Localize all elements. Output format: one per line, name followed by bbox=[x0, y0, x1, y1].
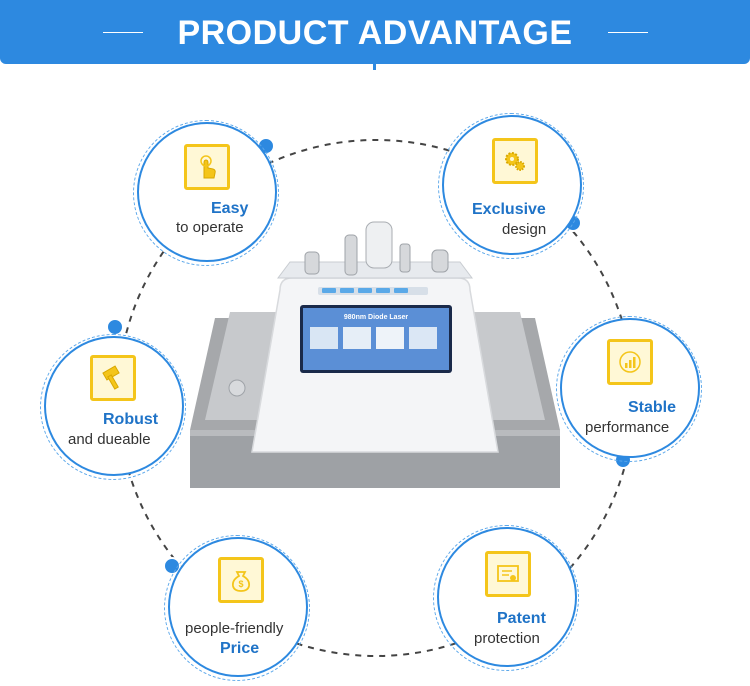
feature-title: Stable bbox=[628, 399, 677, 416]
device-probe-5 bbox=[304, 251, 320, 275]
device-screen-title: 980nm Diode Laser bbox=[344, 314, 408, 321]
feature-subtitle: performance bbox=[585, 419, 670, 436]
device-probe-3 bbox=[399, 243, 411, 273]
feature-title: Robust bbox=[103, 411, 159, 428]
device-probe-4 bbox=[431, 249, 449, 273]
bar-chart-icon bbox=[607, 339, 653, 385]
feature-ring bbox=[433, 525, 579, 671]
screen-thumb-1 bbox=[310, 327, 338, 349]
feature-stable: Stable performance bbox=[556, 316, 702, 462]
svg-text:$: $ bbox=[238, 579, 243, 589]
tap-finger-icon bbox=[184, 144, 230, 190]
feature-subtitle: protection bbox=[474, 630, 540, 647]
feature-ring bbox=[40, 334, 186, 480]
feature-ring bbox=[133, 120, 279, 266]
feature-patent: Patent protection bbox=[433, 525, 579, 671]
feature-subtitle: and dueable bbox=[68, 431, 151, 448]
device-image: 980nm Diode Laser bbox=[190, 221, 560, 488]
certificate-icon bbox=[485, 551, 531, 597]
feature-title: Exclusive bbox=[472, 201, 546, 218]
feature-exclusive: Exclusive design bbox=[438, 113, 584, 259]
device-button-5 bbox=[394, 288, 408, 293]
feature-subtitle: design bbox=[502, 221, 547, 238]
banner-divider-right bbox=[608, 32, 648, 33]
feature-title: Price bbox=[220, 640, 260, 657]
feature-price: $ people-friendly Price bbox=[164, 535, 310, 681]
device-button-3 bbox=[358, 288, 372, 293]
feature-title: Easy bbox=[211, 200, 249, 217]
feature-ring bbox=[556, 316, 702, 462]
device-probe-2 bbox=[365, 221, 393, 269]
feature-robust: Robust and dueable bbox=[40, 334, 186, 480]
hammer-icon bbox=[90, 355, 136, 401]
device-port bbox=[228, 379, 246, 397]
feature-subtitle: people-friendly bbox=[185, 620, 284, 637]
banner-divider-left bbox=[103, 32, 143, 33]
feature-ring bbox=[438, 113, 584, 259]
feature-easy: Easy to operate bbox=[133, 120, 279, 266]
screen-thumb-3 bbox=[376, 327, 404, 349]
screen-thumb-4 bbox=[409, 327, 437, 349]
header-banner: PRODUCT ADVANTAGE bbox=[0, 0, 750, 64]
device-probe-1 bbox=[344, 234, 358, 276]
banner-tick bbox=[373, 56, 376, 70]
device-button-2 bbox=[340, 288, 354, 293]
device-button-4 bbox=[376, 288, 390, 293]
page-title: PRODUCT ADVANTAGE bbox=[177, 14, 573, 52]
device-button-1 bbox=[322, 288, 336, 293]
gears-icon bbox=[492, 138, 538, 184]
feature-subtitle: to operate bbox=[176, 219, 244, 236]
feature-ring bbox=[164, 535, 310, 681]
money-bag-icon: $ bbox=[218, 557, 264, 603]
feature-title: Patent bbox=[497, 610, 546, 627]
screen-thumb-2 bbox=[343, 327, 371, 349]
